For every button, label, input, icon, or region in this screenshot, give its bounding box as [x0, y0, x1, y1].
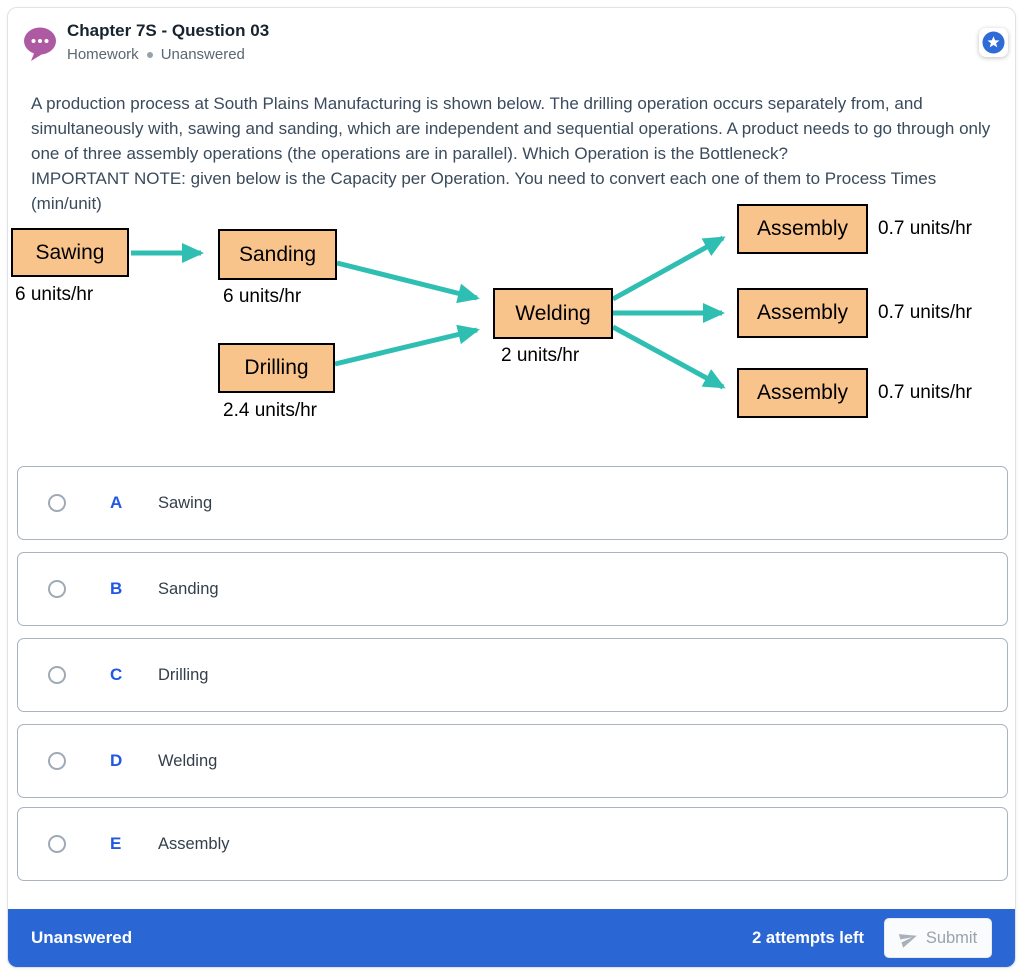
node-assembly-3: Assembly — [737, 368, 868, 418]
process-diagram: Sawing Sanding Drilling Welding Assembly… — [8, 201, 1015, 449]
option-label: Sanding — [158, 579, 219, 598]
paper-plane-icon — [898, 933, 917, 948]
rate-assembly-3: 0.7 units/hr — [878, 382, 972, 403]
node-assembly-2: Assembly — [737, 288, 868, 338]
node-welding: Welding — [493, 288, 613, 339]
footer-bar: Unanswered 2 attempts left Submit — [8, 909, 1015, 967]
option-label: Sawing — [158, 493, 213, 512]
option-row-b[interactable]: B Sanding — [17, 552, 1008, 626]
attempts-left-label: 2 attempts left — [752, 928, 864, 947]
option-row-d[interactable]: D Welding — [17, 724, 1008, 798]
option-label: Assembly — [158, 834, 230, 853]
question-meta: Homework Unanswered — [67, 46, 245, 63]
chat-bubble-icon — [24, 27, 56, 61]
question-note: IMPORTANT NOTE: given below is the Capac… — [31, 169, 937, 213]
flow-arrows — [131, 235, 726, 390]
option-letter: C — [110, 665, 123, 684]
node-drilling: Drilling — [218, 343, 335, 393]
rate-assembly-2: 0.7 units/hr — [878, 302, 972, 323]
option-row-a[interactable]: A Sawing — [17, 466, 1008, 540]
option-row-e[interactable]: E Assembly — [17, 807, 1008, 881]
submit-button[interactable]: Submit — [884, 918, 992, 958]
assignment-type-label: Homework — [67, 46, 139, 63]
page-title: Chapter 7S - Question 03 — [67, 21, 270, 40]
radio-button[interactable] — [48, 666, 66, 684]
radio-button[interactable] — [48, 835, 66, 853]
radio-button[interactable] — [48, 494, 66, 512]
star-icon — [982, 31, 1005, 54]
question-card: Chapter 7S - Question 03 Homework Unansw… — [7, 7, 1016, 968]
rate-drilling: 2.4 units/hr — [223, 400, 317, 421]
rate-sawing: 6 units/hr — [15, 284, 94, 305]
rate-welding: 2 units/hr — [501, 345, 580, 366]
option-letter: D — [110, 751, 123, 770]
question-body: A production process at South Plains Man… — [31, 94, 991, 163]
option-letter: A — [110, 493, 123, 512]
node-sanding: Sanding — [218, 229, 337, 280]
node-assembly-1: Assembly — [737, 204, 868, 254]
status-label: Unanswered — [160, 46, 245, 63]
bookmark-star-button[interactable] — [979, 28, 1008, 57]
radio-button[interactable] — [48, 580, 66, 598]
radio-button[interactable] — [48, 752, 66, 770]
rate-sanding: 6 units/hr — [223, 286, 302, 307]
option-label: Welding — [158, 751, 218, 770]
separator-dot-icon — [146, 51, 153, 58]
option-row-c[interactable]: C Drilling — [17, 638, 1008, 712]
option-label: Drilling — [158, 665, 209, 684]
rate-assembly-1: 0.7 units/hr — [878, 218, 972, 239]
submit-label: Submit — [925, 928, 978, 947]
option-letter: B — [110, 579, 123, 598]
option-letter: E — [110, 834, 122, 853]
question-text: A production process at South Plains Man… — [31, 91, 993, 216]
footer-status: Unanswered — [31, 928, 133, 947]
node-sawing: Sawing — [11, 228, 129, 277]
